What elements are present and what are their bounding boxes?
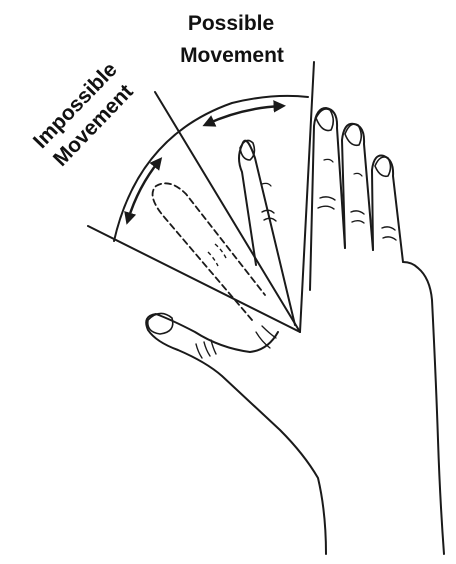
possible-label-line1: Possible: [188, 12, 274, 35]
lower-thumb: [146, 314, 326, 554]
index-finger: [310, 108, 345, 290]
ghost-thumb-creases: [208, 244, 226, 266]
ring-fingernail: [375, 157, 391, 176]
raised-thumb: [239, 141, 295, 325]
ring-finger: [372, 156, 403, 262]
possible-movement-label: Possible Movement: [180, 12, 284, 67]
middle-fingernail: [345, 124, 361, 145]
possible-label-line2: Movement: [180, 44, 284, 67]
ghost-thumb-outline: [153, 183, 265, 320]
impossible-movement-label: Impossible Movement: [29, 58, 138, 171]
protractor-arc: [114, 96, 308, 241]
palm-right-edge: [403, 262, 444, 554]
middle-finger: [342, 124, 373, 250]
hand-illustration: [146, 108, 444, 554]
